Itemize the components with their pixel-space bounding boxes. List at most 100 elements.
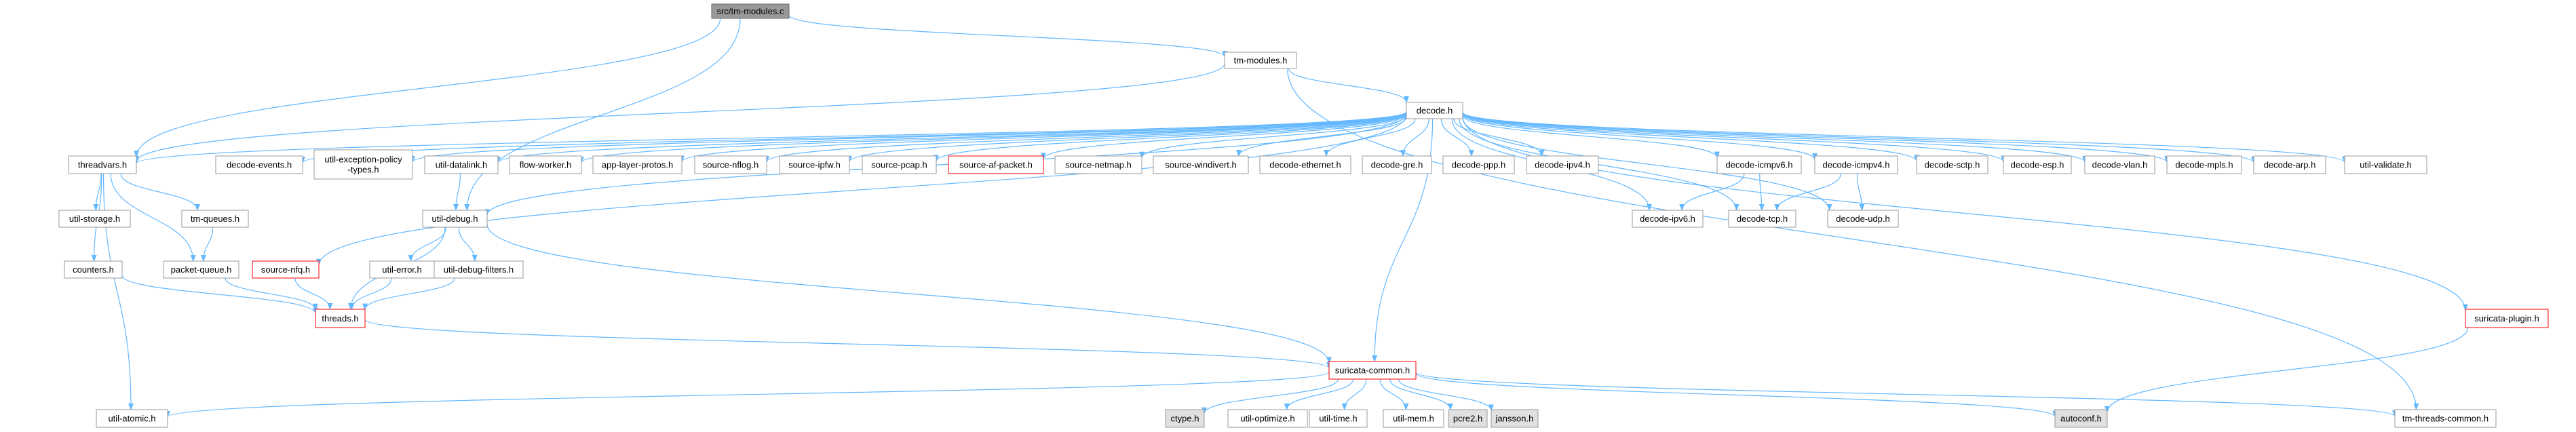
node-box [252, 260, 320, 279]
node-box [313, 149, 413, 180]
node-box [1165, 409, 1205, 428]
node-decode-gre-h[interactable]: decode-gre.h [1362, 155, 1432, 174]
node-suricata-common-h[interactable]: suricata-common.h [1328, 361, 1417, 380]
edge-root-to-util-debug-h [464, 18, 741, 211]
node-util-debug-filters-h[interactable]: util-debug-filters.h [434, 260, 524, 279]
node-decode-mpls-h[interactable]: decode-mpls.h [2166, 155, 2242, 174]
edge-threadvars-h-to-tm-queues-h [120, 173, 200, 211]
edge-tm-modules-h-to-threadvars-h [134, 63, 1225, 163]
node-label: source-netmap.h [1065, 160, 1132, 170]
node-flow-worker-h[interactable]: flow-worker.h [509, 155, 582, 174]
node-box [2084, 155, 2155, 174]
node-source-nfq-h[interactable]: source-nfq.h [252, 260, 320, 279]
node-util-validate-h[interactable]: util-validate.h [2344, 155, 2427, 174]
node-util-error-h[interactable]: util-error.h [369, 260, 435, 279]
edge-decode-h-to-decode-gre-h [1400, 118, 1429, 157]
node-ctype-h[interactable]: ctype.h [1165, 409, 1205, 428]
node-util-datalink-h[interactable]: util-datalink.h [424, 155, 499, 174]
node-box [315, 309, 366, 328]
node-label: decode-udp.h [1836, 214, 1890, 224]
node-decode-esp-h[interactable]: decode-esp.h [2003, 155, 2072, 174]
node-label: util-time.h [1319, 414, 1357, 424]
node-box [1716, 155, 1802, 174]
node-label: util-mem.h [1393, 414, 1434, 424]
node-decode-tcp-h[interactable]: decode-tcp.h [1728, 210, 1796, 228]
node-label: packet-queue.h [171, 264, 232, 275]
node-jansson-h[interactable]: jansson.h [1491, 409, 1539, 428]
node-box [64, 260, 123, 279]
edge-source-nfq-h-to-threads-h [294, 277, 333, 310]
node-source-netmap-h[interactable]: source-netmap.h [1054, 155, 1142, 174]
node-decode-events-h[interactable]: decode-events.h [215, 155, 303, 174]
edge-decode-h-to-threadvars-h [134, 111, 1407, 164]
node-label: util-debug.h [432, 214, 478, 224]
edge-decode-h-to-decode-sctp-h [1462, 113, 1919, 162]
node-box [181, 210, 249, 228]
node-decode-icmpv6-h[interactable]: decode-icmpv6.h [1716, 155, 1802, 174]
node-util-storage-h[interactable]: util-storage.h [58, 210, 131, 228]
node-decode-ipv4-h[interactable]: decode-ipv4.h [1526, 155, 1599, 174]
edge-suricata-plugin-h-to-autoconf-h [2104, 327, 2469, 413]
node-box [1328, 361, 1417, 380]
node-label: tm-threads-common.h [2402, 414, 2488, 424]
edge-tm-queues-h-to-packet-queue-h [200, 227, 214, 262]
node-label: util-exception-policy [324, 155, 402, 165]
node-source-nflog-h[interactable]: source-nflog.h [694, 155, 767, 174]
edge-decode-h-to-source-netmap-h [1139, 115, 1407, 159]
node-app-layer-protos-h[interactable]: app-layer-protos.h [592, 155, 683, 174]
node-decode-icmpv4-h[interactable]: decode-icmpv4.h [1814, 155, 1898, 174]
node-tm-modules-h[interactable]: tm-modules.h [1224, 52, 1297, 69]
node-label: suricata-plugin.h [2474, 313, 2539, 323]
node-box [2003, 155, 2072, 174]
node-util-time-h[interactable]: util-time.h [1309, 409, 1368, 428]
edge-decode-h-to-decode-icmpv6-h [1462, 115, 1720, 159]
node-suricata-plugin-h[interactable]: suricata-plugin.h [2465, 309, 2549, 328]
node-pcre2-h[interactable]: pcre2.h [1448, 409, 1488, 428]
node-packet-queue-h[interactable]: packet-queue.h [163, 260, 239, 279]
node-decode-udp-h[interactable]: decode-udp.h [1827, 210, 1899, 228]
node-label: autoconf.h [2060, 414, 2102, 424]
node-box [215, 155, 303, 174]
node-decode-ethernet-h[interactable]: decode-ethernet.h [1259, 155, 1351, 174]
edge-decode-h-to-decode-events-h [300, 111, 1407, 163]
node-label: util-validate.h [2360, 160, 2412, 170]
node-threadvars-h[interactable]: threadvars.h [68, 155, 137, 174]
node-autoconf-h[interactable]: autoconf.h [2054, 409, 2108, 428]
node-label: util-error.h [382, 264, 422, 275]
edge-threads-h-to-suricata-common-h [364, 319, 1332, 369]
node-decode-ppp-h[interactable]: decode-ppp.h [1442, 155, 1515, 174]
node-box [58, 210, 131, 228]
node-util-mem-h[interactable]: util-mem.h [1383, 409, 1444, 428]
node-threads-h[interactable]: threads.h [315, 309, 366, 328]
node-util-optimize-h[interactable]: util-optimize.h [1227, 409, 1308, 428]
node-util-atomic-h[interactable]: util-atomic.h [96, 409, 168, 428]
node-decode-sctp-h[interactable]: decode-sctp.h [1916, 155, 1988, 174]
node-decode-ipv6-h[interactable]: decode-ipv6.h [1632, 210, 1704, 228]
edge-decode-h-to-decode-icmpv4-h [1462, 114, 1818, 161]
node-box [1526, 155, 1599, 174]
node-label: app-layer-protos.h [602, 160, 674, 170]
edge-threadvars-h-to-util-storage-h [93, 173, 102, 211]
node-box [1916, 155, 1988, 174]
edge-util-datalink-h-to-util-debug-h [453, 173, 461, 211]
node-util-exception-h[interactable]: util-exception-policy-types.h [313, 149, 413, 180]
node-label: util-optimize.h [1240, 414, 1294, 424]
edge-decode-h-to-util-debug-h [484, 113, 1407, 216]
node-label: suricata-common.h [1335, 366, 1410, 376]
node-tm-queues-h[interactable]: tm-queues.h [181, 210, 249, 228]
node-label: counters.h [73, 264, 114, 275]
node-box [2166, 155, 2242, 174]
node-source-pcap-h[interactable]: source-pcap.h [862, 155, 937, 174]
node-decode-vlan-h[interactable]: decode-vlan.h [2084, 155, 2155, 174]
node-decode-h[interactable]: decode.h [1406, 102, 1463, 119]
node-source-af-packet-h[interactable]: source-af-packet.h [948, 155, 1044, 174]
edge-util-error-h-to-threads-h [349, 277, 392, 310]
node-counters-h[interactable]: counters.h [64, 260, 123, 279]
node-tm-threads-common-h[interactable]: tm-threads-common.h [2394, 409, 2497, 428]
edge-decode-h-to-source-af-packet-h [1041, 113, 1407, 160]
node-source-ipfw-h[interactable]: source-ipfw.h [779, 155, 850, 174]
node-util-debug-h[interactable]: util-debug.h [422, 210, 488, 228]
node-source-windivert-h[interactable]: source-windivert.h [1153, 155, 1249, 174]
node-box [592, 155, 683, 174]
node-decode-arp-h[interactable]: decode-arp.h [2253, 155, 2326, 174]
